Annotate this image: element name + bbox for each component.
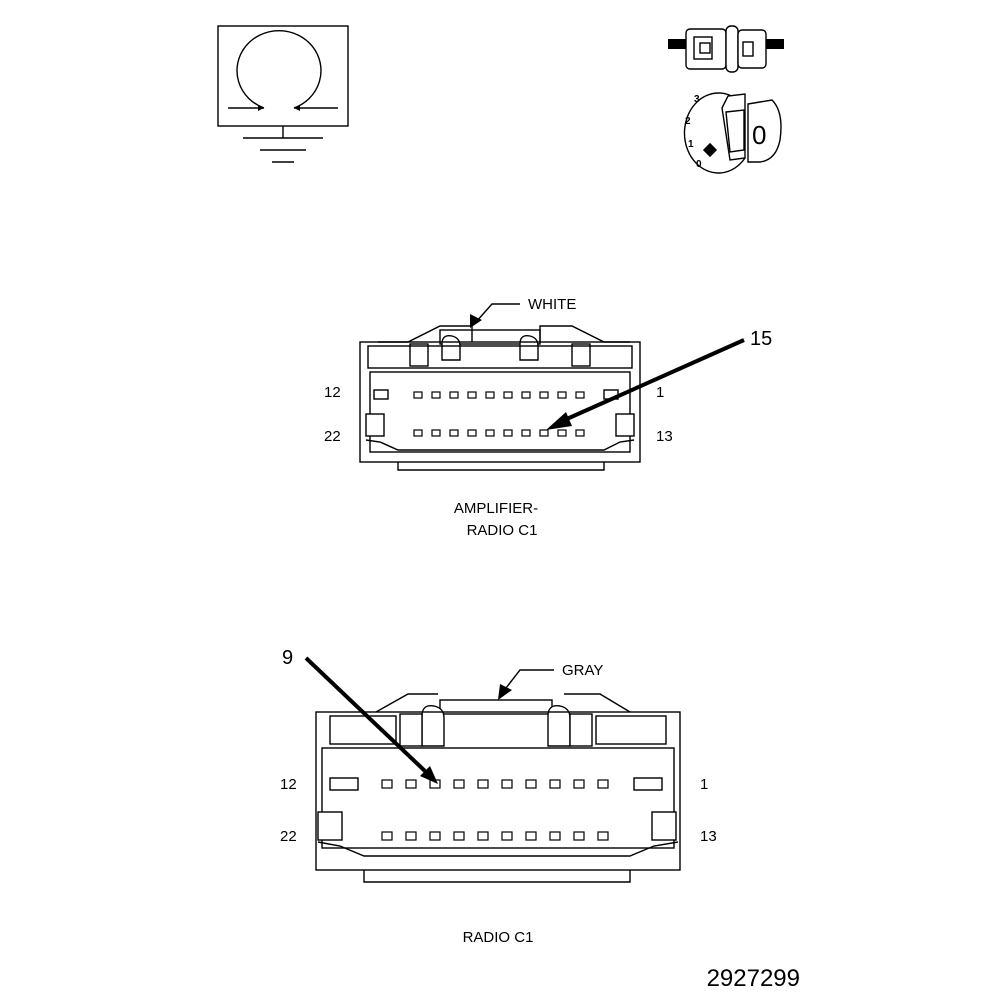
pin-callout-15: 15 xyxy=(546,328,772,430)
color-callout-gray: GRAY xyxy=(498,662,603,700)
ground-loop-icon xyxy=(217,25,349,163)
terminal-cavity xyxy=(521,429,531,437)
terminal-cavity xyxy=(539,429,549,437)
terminal-cavity xyxy=(525,779,537,789)
ignition-pos-0: 0 xyxy=(696,159,702,170)
terminal-cavity xyxy=(525,831,537,841)
terminal-cavity xyxy=(597,779,609,789)
connector-a-callout: 15 xyxy=(750,328,772,350)
connector-b-pin-12: 12 xyxy=(280,776,297,793)
connector-a-name-line2: RADIO C1 xyxy=(467,522,538,539)
terminal-cavity xyxy=(381,831,393,841)
terminal-cavity xyxy=(477,779,489,789)
pin-row-top xyxy=(381,779,609,789)
terminal-cavity xyxy=(521,391,531,399)
terminal-cavity xyxy=(381,779,393,789)
figure-number: 2927299 xyxy=(707,965,800,992)
connector-a-pin-12: 12 xyxy=(324,384,341,401)
terminal-cavity xyxy=(597,831,609,841)
connector-a-color-label: WHITE xyxy=(528,296,576,313)
ignition-key-switch-icon: 3 2 1 0 0 xyxy=(683,92,782,174)
connector-b-name: RADIO C1 xyxy=(463,929,534,946)
terminal-cavity xyxy=(449,391,459,399)
connector-a-pin-22: 22 xyxy=(324,428,341,445)
connector-radio-c1 xyxy=(315,693,681,883)
pin-row-bottom xyxy=(381,831,609,841)
pin-row-top xyxy=(413,391,585,399)
pin-row-bottom xyxy=(413,429,585,437)
terminal-cavity xyxy=(503,429,513,437)
terminal-cavity xyxy=(575,429,585,437)
connector-b-pin-13: 13 xyxy=(700,828,717,845)
terminal-cavity xyxy=(501,831,513,841)
color-callout-white: WHITE xyxy=(470,296,576,328)
terminal-cavity xyxy=(477,831,489,841)
connector-b-color-label: GRAY xyxy=(562,662,603,679)
connector-amplifier-radio-c1 xyxy=(359,325,641,471)
terminal-cavity xyxy=(413,429,423,437)
terminal-cavity xyxy=(467,429,477,437)
ignition-pos-1: 1 xyxy=(688,139,694,150)
terminal-cavity xyxy=(557,429,567,437)
ignition-pos-3: 3 xyxy=(694,94,700,105)
terminal-cavity xyxy=(431,391,441,399)
terminal-cavity xyxy=(573,779,585,789)
terminal-cavity xyxy=(405,831,417,841)
terminal-cavity xyxy=(429,831,441,841)
connector-a-name-line1: AMPLIFIER- xyxy=(454,500,538,517)
terminal-cavity xyxy=(453,779,465,789)
connector-a-pin-1: 1 xyxy=(656,384,664,401)
connector-a-pin-13: 13 xyxy=(656,428,673,445)
terminal-cavity xyxy=(453,831,465,841)
terminal-cavity xyxy=(501,779,513,789)
terminal-cavity xyxy=(413,391,423,399)
connector-b-pin-22: 22 xyxy=(280,828,297,845)
inline-connector-icon xyxy=(668,25,784,73)
terminal-cavity xyxy=(539,391,549,399)
terminal-cavity xyxy=(575,391,585,399)
terminal-cavity xyxy=(449,429,459,437)
connector-b-callout: 9 xyxy=(282,647,293,669)
connector-b-pin-1: 1 xyxy=(700,776,708,793)
terminal-cavity xyxy=(431,429,441,437)
ignition-pos-2: 2 xyxy=(685,116,691,127)
terminal-cavity xyxy=(557,391,567,399)
terminal-cavity xyxy=(467,391,477,399)
terminal-cavity xyxy=(503,391,513,399)
terminal-cavity xyxy=(405,779,417,789)
terminal-cavity xyxy=(485,391,495,399)
terminal-cavity xyxy=(485,429,495,437)
ignition-key-label: 0 xyxy=(752,120,766,150)
terminal-cavity xyxy=(573,831,585,841)
terminal-cavity xyxy=(549,831,561,841)
terminal-cavity xyxy=(549,779,561,789)
pin-callout-9: 9 xyxy=(282,647,438,784)
